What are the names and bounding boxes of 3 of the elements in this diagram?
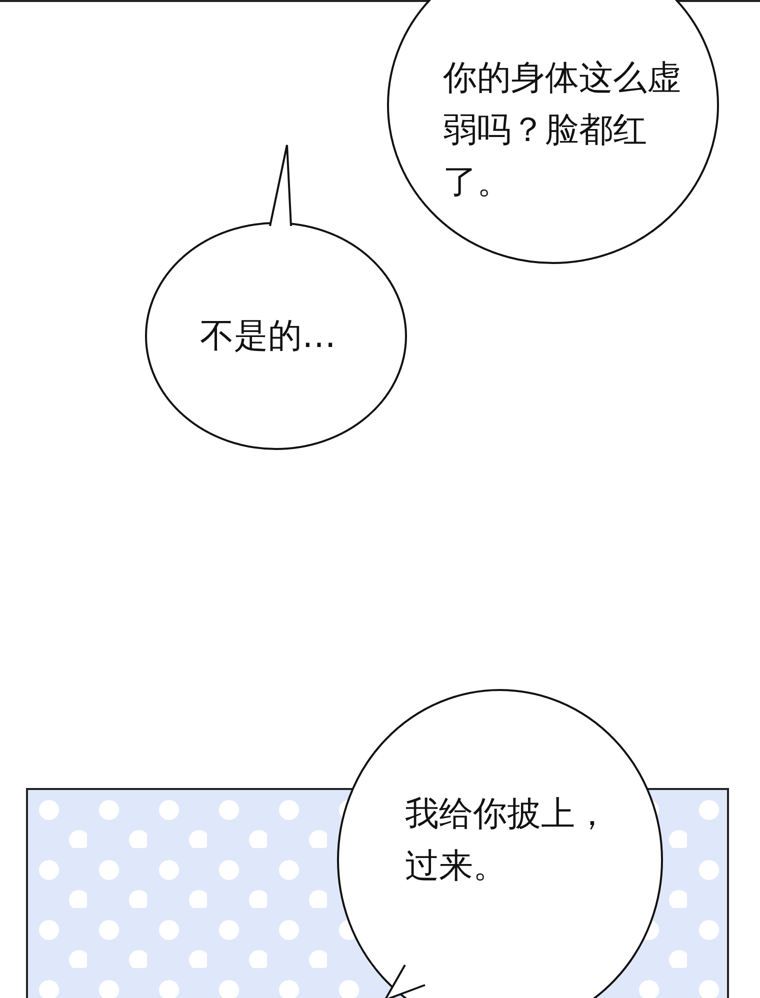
dialogue-text: 不是的… [200, 315, 337, 358]
dialogue-text: 我给你披上，过来。 [405, 793, 610, 888]
dialogue-text: 你的身体这么虚弱吗？脸都红了。 [443, 57, 682, 204]
